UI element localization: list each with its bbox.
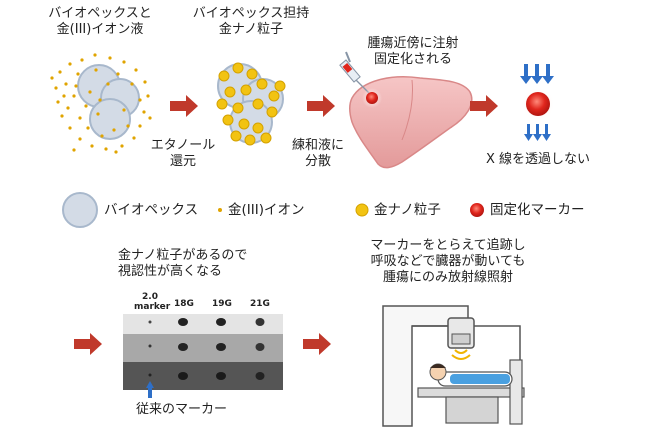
legend-gold-nano-label: 金ナノ粒子 [374,202,441,218]
xray-comparison-panel [123,314,283,390]
legend-gold-nano-icon [355,203,369,217]
step1-caption-line1: バイオペックスと [48,6,152,21]
injected-marker [362,88,382,108]
legend-biopex-icon [62,192,98,228]
arrow1-caption-line1: エタノール [150,138,216,153]
legend-marker-icon [470,203,484,217]
step3-caption-line1: 腫瘍近傍に注射 [367,36,459,51]
arrow2-caption-line1: 練和液に [291,138,344,153]
step3-caption-line2: 固定化される [373,52,452,67]
step2-caption-line1: バイオペックス担持 [192,6,310,21]
visibility-caption: 金ナノ粒子があるので 視認性が高くなる [118,248,247,280]
arrow2-caption: 練和液に 分散 [283,138,353,170]
tracking-caption-line1: マーカーをとらえて追跡し [370,238,526,253]
tracking-caption-line2: 呼吸などで臓器が動いても [370,254,526,269]
conventional-marker-arrow [146,381,154,398]
xray-col-label-marker-line2: marker [134,302,171,312]
step1-caption-line2: 金(III)イオン液 [56,22,144,37]
xray-col-label-19g: 19G [212,299,232,309]
xray-note: X 線を透過しない [485,152,591,167]
process-arrow-2 [307,95,335,117]
xray-col-label-marker-line1: 2.0 [142,292,158,302]
process-arrow-1 [170,95,198,117]
legend-gold-ion-label: 金(III)イオン [228,202,305,218]
step2-caption: バイオペックス担持 金ナノ粒子 [176,6,326,38]
step2-caption-line2: 金ナノ粒子 [218,22,284,37]
tracking-caption: マーカーをとらえて追跡し 呼吸などで臓器が動いても 腫瘍にのみ放射線照射 [348,238,548,286]
process-arrow-4 [74,333,102,355]
xray-marker [521,87,555,121]
arrow2-caption-line2: 分散 [304,154,331,169]
xray-col-label-marker: 2.0 marker [134,292,171,312]
arrow1-caption-line2: 還元 [169,154,196,169]
visibility-caption-line2: 視認性が高くなる [118,264,223,279]
tracking-caption-line3: 腫瘍にのみ放射線照射 [382,270,513,285]
xray-arrows-top [520,64,554,84]
visibility-caption-line1: 金ナノ粒子があるので [118,248,248,263]
legend-marker-label: 固定化マーカー [490,202,585,218]
biopex-ion-mixture [50,53,152,154]
patient-illustration [429,363,513,387]
legend-gold-ion-icon [218,208,222,212]
xray-col-label-18g: 18G [174,299,194,309]
radiotherapy-machine [382,305,525,427]
legend-biopex-label: バイオペックス [104,202,199,218]
step1-caption: バイオペックスと 金(III)イオン液 [30,6,170,38]
xray-arrows-bottom [524,124,551,141]
step3-caption: 腫瘍近傍に注射 固定化される [358,36,468,68]
process-arrow-5 [303,333,331,355]
conventional-marker-label: 従来のマーカー [136,402,228,417]
biopex-gold-nanoparticles [216,62,286,146]
process-arrow-3 [470,95,498,117]
arrow1-caption: エタノール 還元 [148,138,218,170]
xray-col-label-21g: 21G [250,299,270,309]
